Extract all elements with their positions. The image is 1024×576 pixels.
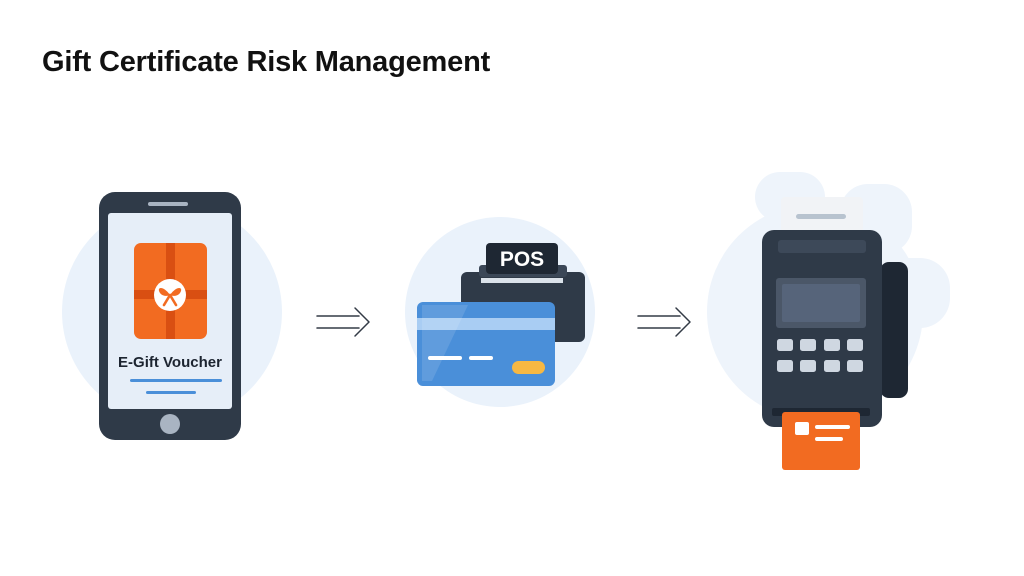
inserted-card-icon <box>782 412 860 470</box>
step-pos: POS <box>405 217 595 407</box>
voucher-underline <box>130 379 222 382</box>
voucher-underline-short <box>146 391 196 394</box>
gift-voucher-icon <box>134 243 207 339</box>
voucher-label: E-Gift Voucher <box>118 354 222 371</box>
step-smartphone: E-Gift Voucher <box>62 192 282 440</box>
arrow-right-icon <box>316 307 370 337</box>
home-button <box>160 414 180 434</box>
terminal-keypad <box>777 339 863 372</box>
card-terminal-icon <box>762 230 908 427</box>
arrow-right-icon <box>637 307 691 337</box>
step-terminal <box>707 172 950 470</box>
page-title: Gift Certificate Risk Management <box>42 46 491 78</box>
credit-card-icon <box>417 302 555 386</box>
pos-label: POS <box>500 248 544 271</box>
